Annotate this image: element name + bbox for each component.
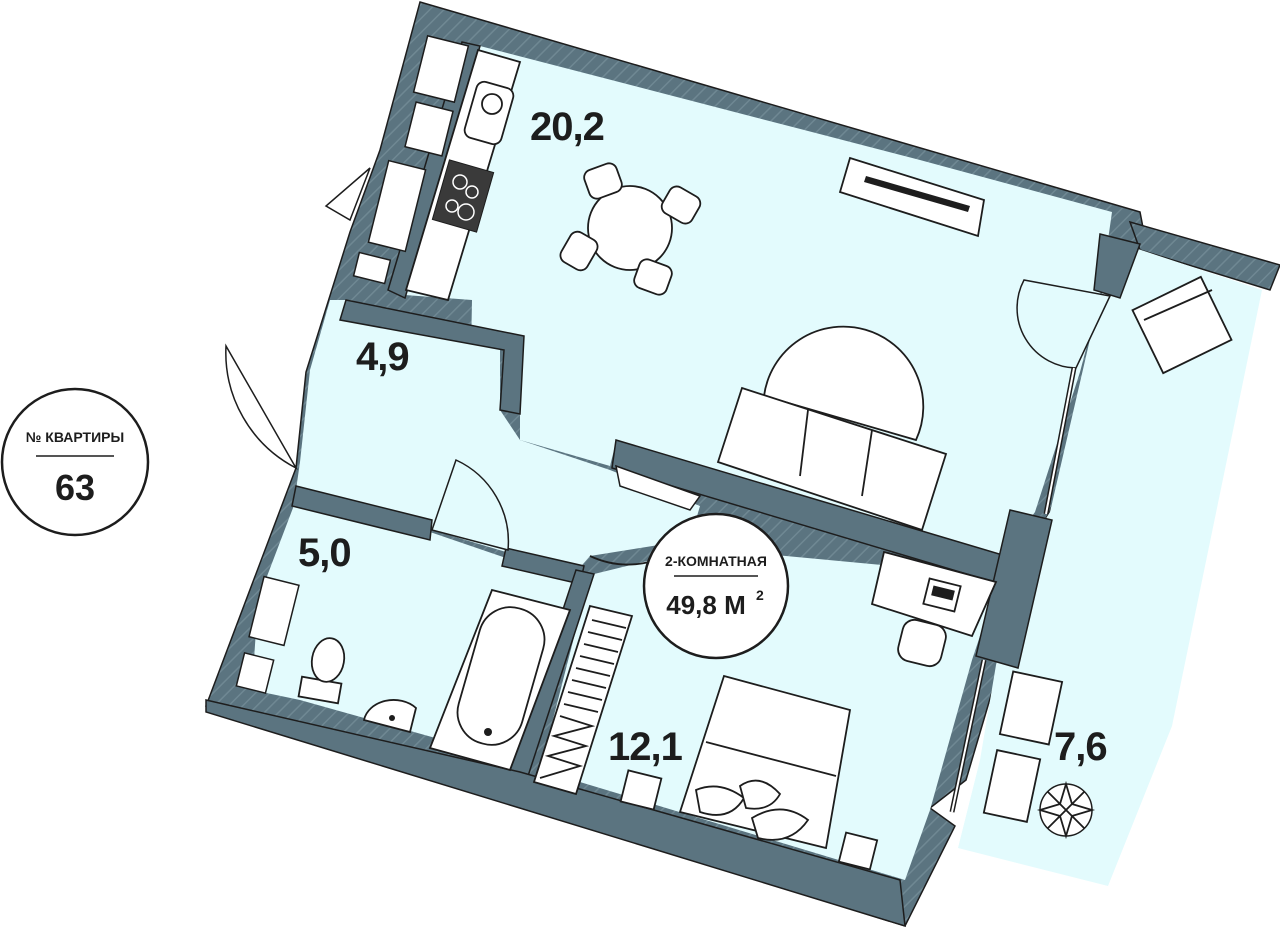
entry-closets — [235, 34, 470, 695]
hallway-floor — [296, 300, 700, 572]
entry-door — [225, 343, 298, 470]
sofa-icon — [716, 325, 948, 532]
closet-door — [324, 167, 371, 222]
plant-icon — [1036, 780, 1096, 840]
apartment-number-caption: № КВАРТИРЫ — [26, 429, 124, 445]
doors — [225, 167, 1112, 813]
room-area-bedroom: 12,1 — [608, 725, 683, 769]
bed-icon — [619, 674, 879, 871]
dining-table-icon — [559, 162, 702, 296]
room-area-kitchen-living: 20,2 — [530, 105, 604, 149]
armchair-icon — [1131, 275, 1233, 375]
room-area-bathroom: 5,0 — [298, 531, 351, 575]
bathtub-icon — [428, 588, 572, 772]
desk-icon — [870, 550, 998, 668]
total-area-unit-sup: 2 — [756, 587, 764, 603]
wardrobe-icon — [532, 604, 634, 796]
toilet-icon — [297, 637, 346, 705]
kitchen-furniture — [404, 48, 522, 302]
kitchen-living-floor — [405, 46, 1112, 560]
bedroom-door — [615, 464, 702, 511]
total-area-badge: 2-КОМНАТНАЯ 49,8 М 2 — [642, 512, 790, 660]
bathroom-door — [431, 458, 510, 551]
area-labels: 20,2 4,9 5,0 12,1 7,6 — [298, 105, 1108, 769]
stove-icon — [431, 159, 495, 233]
apartment-number-badge: № КВАРТИРЫ 63 — [0, 387, 150, 537]
bathroom-sink-icon — [362, 699, 418, 734]
apartment-type: 2-КОМНАТНАЯ — [665, 553, 767, 569]
interior-walls — [205, 41, 1141, 928]
balcony-furniture — [982, 670, 1064, 823]
total-area-value: 49,8 М — [666, 590, 746, 620]
apartment-number: 63 — [55, 467, 95, 508]
bathroom-fixtures — [297, 588, 572, 772]
balcony-door — [1016, 279, 1112, 369]
tv-unit-icon — [838, 156, 986, 238]
room-area-balcony: 7,6 — [1054, 725, 1107, 769]
room-area-hallway: 4,9 — [356, 335, 409, 379]
